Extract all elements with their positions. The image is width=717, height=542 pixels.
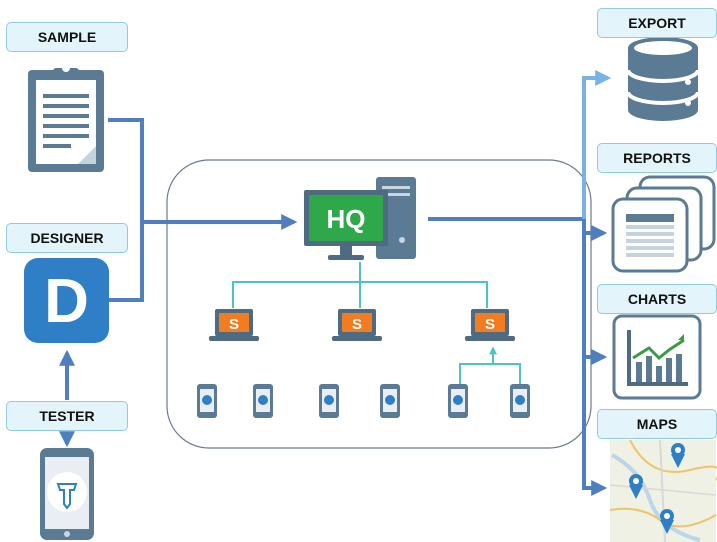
server-label-1: S <box>229 316 239 333</box>
laptop-server-icon: S <box>209 309 259 341</box>
reports-label: REPORTS <box>597 143 717 173</box>
designer-label: DESIGNER <box>6 223 128 253</box>
designer-connector <box>108 222 144 302</box>
clipboard-icon <box>28 64 104 172</box>
export-connector <box>582 70 612 219</box>
sample-connector <box>108 118 144 222</box>
map-icon <box>609 439 717 542</box>
designer-logo-letter: D <box>44 267 89 336</box>
server-tree <box>232 262 488 308</box>
device-uplink <box>459 346 521 385</box>
mobile-device-icon <box>319 384 339 418</box>
mobile-device-icon <box>197 384 217 418</box>
designer-logo-icon: D <box>24 258 109 343</box>
mobile-devices <box>197 384 530 418</box>
laptop-server-icon: S <box>332 309 382 341</box>
bar-chart-icon <box>612 314 702 400</box>
mobile-device-icon <box>253 384 273 418</box>
output-connectors <box>428 70 612 496</box>
input-connectors <box>108 118 298 302</box>
charts-label: CHARTS <box>597 284 717 314</box>
tester-label: TESTER <box>6 401 128 431</box>
sample-label: SAMPLE <box>6 22 128 52</box>
maps-label: MAPS <box>597 409 717 439</box>
mobile-app-icon <box>40 448 94 540</box>
laptop-server-icon: S <box>465 309 515 341</box>
export-label: EXPORT <box>597 8 717 38</box>
database-icon <box>626 37 700 124</box>
mobile-device-icon <box>380 384 400 418</box>
desktop-computer-icon: HQ <box>304 177 416 260</box>
system-boundary <box>166 159 592 449</box>
server-label-3: S <box>485 316 495 333</box>
hq-label: HQ <box>327 204 366 234</box>
server-label-2: S <box>352 316 362 333</box>
mobile-device-icon <box>510 384 530 418</box>
mobile-device-icon <box>448 384 468 418</box>
report-pages-icon <box>611 175 716 273</box>
